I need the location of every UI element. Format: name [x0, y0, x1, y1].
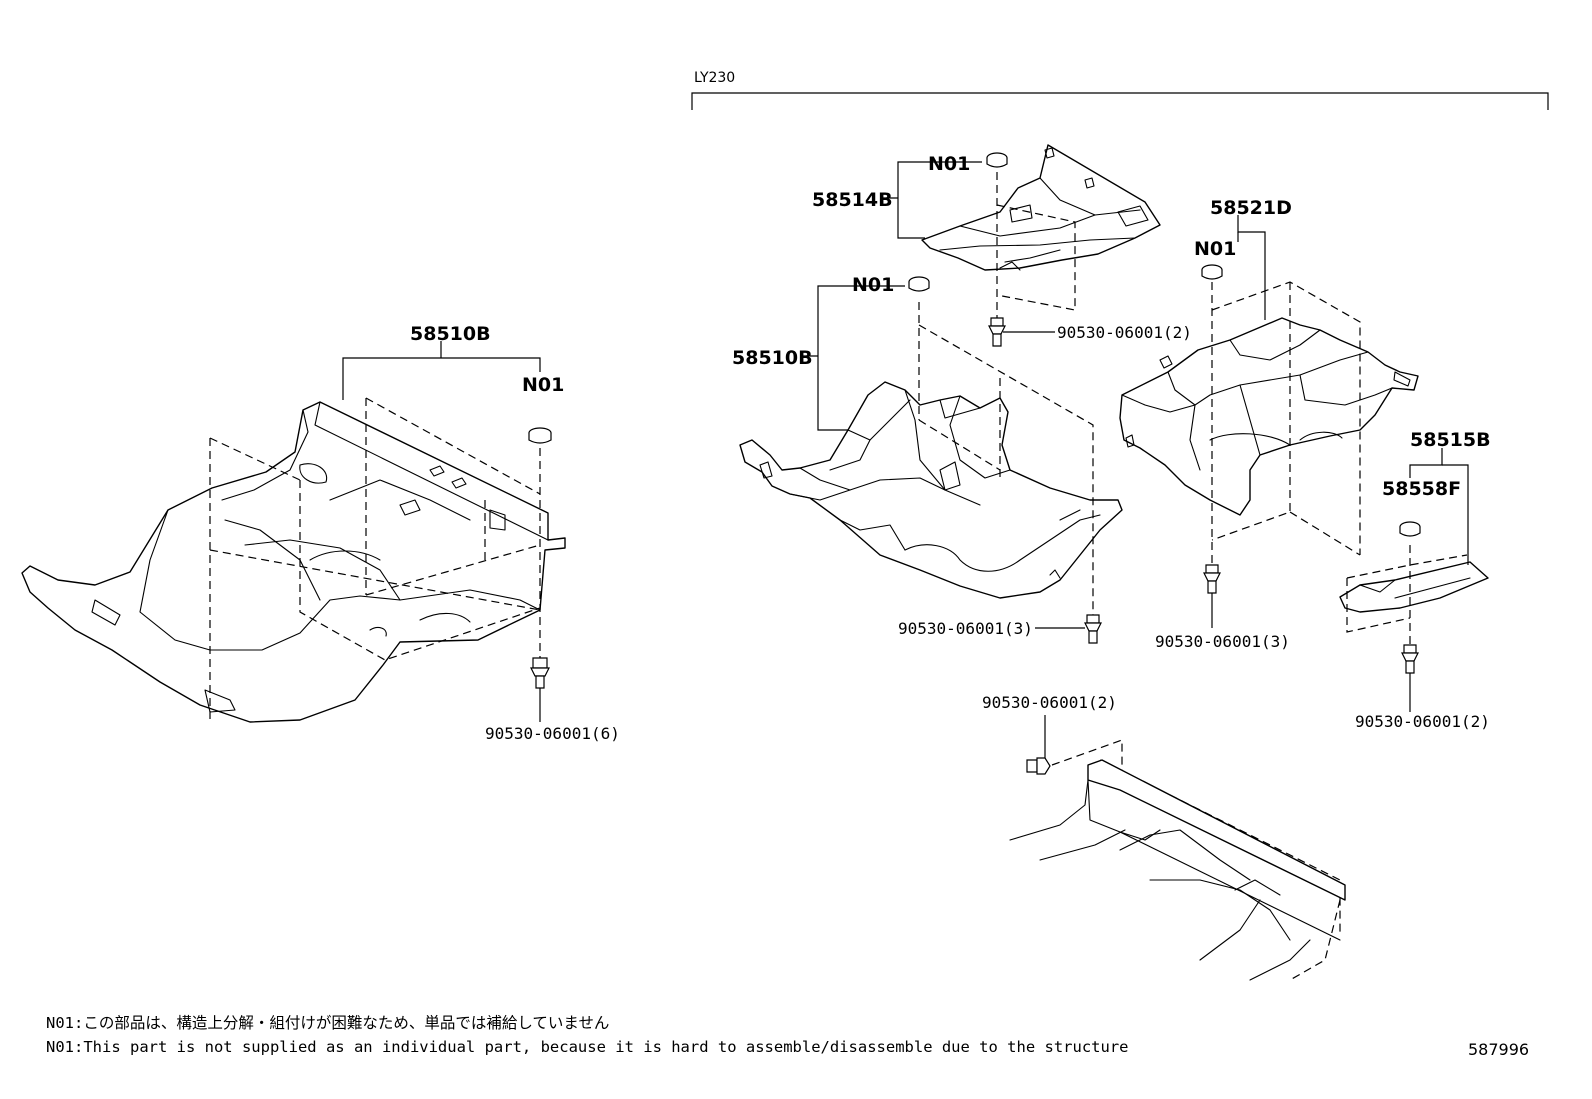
- variant-bracket: LY230: [691, 70, 1549, 110]
- note-en: N01:This part is not supplied as an indi…: [46, 1038, 1129, 1056]
- clip-n01-left[interactable]: [528, 427, 552, 444]
- label-side-bolt: 90530-06001(2): [1355, 712, 1490, 731]
- label-front-bolt: 90530-06001(2): [1057, 323, 1192, 342]
- bolt-rear[interactable]: [1203, 564, 1221, 594]
- variant-label: LY230: [694, 70, 735, 86]
- bolt-main[interactable]: [1084, 614, 1102, 644]
- label-left-n01: N01: [522, 374, 564, 396]
- clip-n01-rear[interactable]: [1201, 264, 1223, 280]
- label-side-sub: 58558F: [1382, 478, 1461, 500]
- bolt-front[interactable]: [988, 317, 1006, 347]
- side-plate-assembly: 58515B 58558F 90530-06001(2): [1339, 429, 1491, 731]
- clip-n01-front[interactable]: [986, 152, 1008, 168]
- diagram-id: 587996: [1468, 1040, 1529, 1059]
- label-front-part: 58514B: [812, 189, 893, 211]
- label-rear-part: 58521D: [1210, 197, 1292, 219]
- clip-n01-main[interactable]: [908, 276, 930, 292]
- bolt-left[interactable]: [530, 657, 550, 689]
- main-floor-carpet[interactable]: [739, 381, 1123, 599]
- bolt-bottom[interactable]: [1026, 757, 1051, 775]
- rear-carpet-assembly: 58521D N01 90530-06001(3): [1119, 197, 1419, 651]
- bolt-side[interactable]: [1401, 644, 1419, 674]
- label-main-part: 58510B: [732, 347, 813, 369]
- label-left-part: 58510B: [410, 323, 491, 345]
- footnotes: N01:この部品は、構造上分解・組付けが困難なため、単品では補給していません N…: [46, 1014, 1529, 1059]
- front-floor-carpet[interactable]: [921, 144, 1161, 271]
- side-plate[interactable]: [1339, 561, 1489, 613]
- rear-floor-carpet[interactable]: [1119, 317, 1419, 516]
- label-bottom-bolt: 90530-06001(2): [982, 693, 1117, 712]
- label-main-bolt: 90530-06001(3): [898, 619, 1033, 638]
- note-jp: N01:この部品は、構造上分解・組付けが困難なため、単品では補給していません: [46, 1014, 609, 1032]
- label-rear-bolt: 90530-06001(3): [1155, 632, 1290, 651]
- clip-58558f[interactable]: [1399, 521, 1421, 537]
- label-rear-n01: N01: [1194, 238, 1236, 260]
- label-side-part: 58515B: [1410, 429, 1491, 451]
- left-carpet-assembly: 58510B N01 90530-06001(6): [21, 323, 620, 743]
- floor-carpet-left[interactable]: [21, 401, 566, 723]
- label-main-n01: N01: [852, 274, 894, 296]
- front-carpet-assembly: 58514B N01 90530-06001(2): [812, 144, 1192, 347]
- main-carpet-assembly: 58510B N01 90530-06001(3): [732, 274, 1123, 644]
- label-left-bolt: 90530-06001(6): [485, 724, 620, 743]
- label-front-n01: N01: [928, 153, 970, 175]
- body-section-assembly: 90530-06001(2): [982, 693, 1346, 981]
